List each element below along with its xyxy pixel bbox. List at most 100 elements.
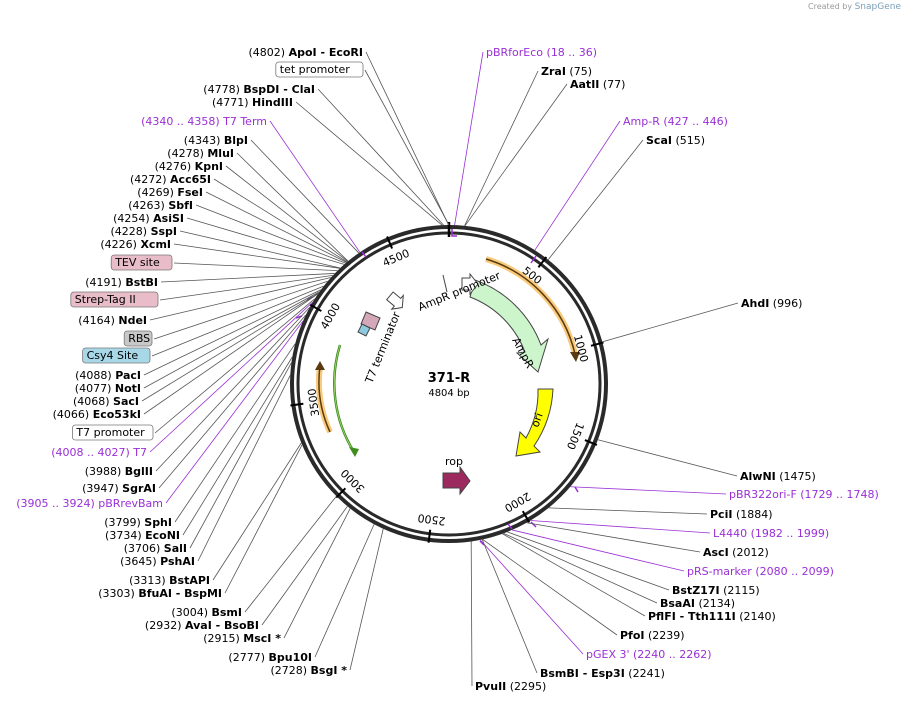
primer-label[interactable]: (4340 .. 4358) T7 Term	[141, 115, 267, 128]
enzyme-label[interactable]: (4088) PacI	[75, 369, 141, 382]
leader-line-R-11	[512, 529, 685, 572]
enzyme-label[interactable]: (4191) BstBI	[85, 276, 158, 289]
feature-box-label: Csy4 Site	[87, 349, 139, 362]
enzyme-name: BlpI	[224, 134, 248, 147]
leader-line-L-0	[365, 51, 449, 226]
enzyme-label[interactable]: AlwNI (1475)	[740, 470, 816, 483]
feature-box-24[interactable]	[72, 424, 154, 441]
enzyme-label[interactable]: PfoI (2239)	[620, 629, 685, 642]
enzyme-position: (2932)	[145, 619, 185, 632]
enzyme-label[interactable]: (4254) AsiSI	[113, 212, 184, 225]
feature-box-label: tet promoter	[280, 63, 350, 76]
enzyme-name: AvaI	[185, 619, 212, 632]
enzyme-name: MscI *	[243, 632, 281, 645]
feature-ampr-promoter[interactable]	[461, 272, 479, 296]
enzyme-position: (4164)	[78, 314, 118, 327]
primer-label[interactable]: L4440 (1982 .. 1999)	[713, 527, 829, 540]
enzyme-label[interactable]: (4778) BspDI - ClaI	[203, 83, 315, 96]
primer-label[interactable]: Amp-R (427 .. 446)	[623, 115, 728, 128]
primer-label[interactable]: pBR322ori-F (1729 .. 1748)	[729, 488, 879, 501]
leader-line-R-3	[534, 120, 621, 251]
enzyme-label[interactable]: (2915) MscI *	[203, 632, 281, 645]
enzyme-label[interactable]: AatII (77)	[570, 78, 625, 91]
left-green-arc-hl	[333, 344, 355, 453]
enzyme-label[interactable]: (4272) Acc65I	[130, 173, 211, 186]
primer-label[interactable]: pGEX 3' (2240 .. 2262)	[586, 648, 712, 661]
enzyme-label[interactable]: BsmBI - Esp3I (2241)	[540, 667, 665, 680]
primer-label[interactable]: pRS-marker (2080 .. 2099)	[687, 565, 834, 578]
enzyme-position: (2241)	[625, 667, 665, 680]
enzyme-label[interactable]: (3947) SgrAI	[82, 482, 156, 495]
feature-ampr[interactable]	[469, 279, 549, 373]
feature-box-1[interactable]	[275, 61, 364, 78]
enzyme-label[interactable]: (4276) KpnI	[155, 160, 223, 173]
feature-csy4[interactable]	[357, 323, 371, 337]
feature-t7-terminator[interactable]	[384, 289, 409, 314]
enzyme-label[interactable]: (4343) BlpI	[184, 134, 248, 147]
enzyme-label[interactable]: (4164) NdeI	[78, 314, 147, 327]
enzyme-label[interactable]: BstZ17I (2115)	[672, 584, 760, 597]
leader-line-L-27	[158, 314, 307, 489]
leader-line-R-6	[597, 439, 738, 477]
left-green-arc	[333, 344, 356, 453]
enzyme-isoschizomer: - ClaI	[279, 83, 315, 96]
leader-line-L-10	[195, 204, 346, 264]
enzyme-position: (3799)	[104, 516, 144, 529]
leader-line-L-8	[213, 178, 348, 263]
feature-rop[interactable]	[442, 465, 471, 496]
left-dark-arc	[318, 365, 331, 433]
leader-line-R-4	[547, 139, 644, 260]
leader-line-R-5	[602, 302, 739, 343]
enzyme-label[interactable]: (4077) NotI	[75, 382, 141, 395]
enzyme-name: AhdI	[741, 297, 769, 310]
enzyme-label[interactable]: (3799) SphI	[104, 516, 172, 529]
enzyme-label[interactable]: ScaI (515)	[646, 134, 705, 147]
enzyme-label[interactable]: (2932) AvaI - BsoBI	[145, 619, 259, 632]
enzyme-label[interactable]: BsaAI (2134)	[660, 597, 735, 610]
enzyme-label[interactable]: PflFI - Tth111I (2140)	[648, 610, 776, 623]
enzyme-label[interactable]: (4068) SacI	[73, 395, 139, 408]
enzyme-label[interactable]: (4269) FseI	[137, 186, 203, 199]
enzyme-label[interactable]: (2777) Bpu10I	[228, 651, 312, 664]
enzyme-label[interactable]: (3706) SalI	[124, 542, 187, 555]
enzyme-label[interactable]: (3303) BfuAI - BspMI	[98, 587, 222, 600]
primer-tick-t7term	[361, 251, 367, 258]
enzyme-label[interactable]: AhdI (996)	[741, 297, 802, 310]
primer-label[interactable]: (3905 .. 3924) pBRrevBam	[16, 497, 163, 510]
plasmid-size: 4804 bp	[428, 388, 469, 399]
leader-line-L-22	[141, 292, 319, 402]
enzyme-label[interactable]: (2728) BsgI *	[270, 664, 347, 677]
primer-label[interactable]: (4008 .. 4027) T7	[51, 446, 147, 459]
primer-tick-prs	[507, 523, 513, 530]
label-ori: ori	[529, 411, 546, 429]
enzyme-label[interactable]: (3313) BstAPI	[129, 574, 210, 587]
enzyme-label[interactable]: (4226) XcmI	[100, 238, 171, 251]
enzyme-label[interactable]: (4066) Eco53kI	[53, 408, 141, 421]
enzyme-label[interactable]: (4771) HindIII	[212, 96, 293, 109]
enzyme-label[interactable]: ZraI (75)	[541, 65, 592, 78]
enzyme-label[interactable]: (3645) PshAI	[120, 555, 195, 568]
enzyme-label[interactable]: AscI (2012)	[703, 546, 769, 559]
enzyme-label[interactable]: (4802) ApoI - EcoRI	[248, 46, 363, 59]
feature-box-16[interactable]	[70, 291, 159, 308]
enzyme-label[interactable]: (3004) BsmI	[171, 606, 242, 619]
enzyme-label[interactable]: (4263) SbfI	[128, 199, 193, 212]
feature-box-18[interactable]	[123, 330, 153, 347]
feature-ori[interactable]	[515, 388, 554, 457]
leader-line-L-12	[179, 230, 341, 269]
leader-line-L-2	[317, 88, 444, 226]
enzyme-label[interactable]: (3734) EcoNI	[105, 529, 180, 542]
enzyme-name: Bpu10I	[269, 651, 313, 664]
enzyme-label[interactable]: (3988) BglII	[85, 465, 153, 478]
enzyme-position: (4276)	[155, 160, 195, 173]
enzyme-name: BstBI	[125, 276, 158, 289]
tick-mark-2000	[521, 510, 531, 523]
feature-box-14[interactable]	[110, 254, 173, 271]
primer-label[interactable]: pBRforEco (18 .. 36)	[486, 46, 597, 59]
enzyme-label[interactable]: PvuII (2295)	[475, 680, 546, 693]
tick-mark-500	[537, 256, 548, 268]
enzyme-label[interactable]: (4278) MluI	[167, 147, 234, 160]
enzyme-label[interactable]: PciI (1884)	[710, 508, 773, 521]
enzyme-label[interactable]: (4228) SspI	[110, 225, 177, 238]
feature-box-19[interactable]	[82, 347, 151, 364]
